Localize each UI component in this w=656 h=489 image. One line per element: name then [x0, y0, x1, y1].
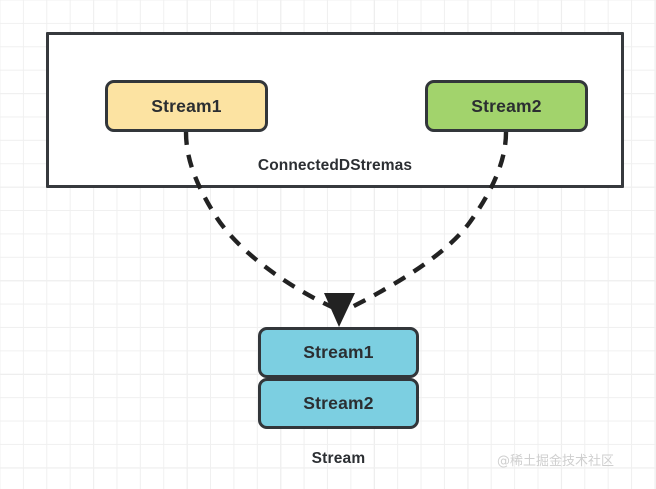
- node-stream1-source-label: Stream1: [151, 95, 222, 116]
- connected-dstreams-label: ConnectedDStremas: [257, 157, 413, 174]
- arrowhead-icon: [324, 293, 355, 327]
- node-stream2-merged-label: Stream2: [303, 393, 374, 413]
- node-stream2-merged[interactable]: Stream2: [258, 378, 419, 429]
- node-stream1-merged-label: Stream1: [303, 342, 374, 362]
- watermark: @稀土掘金技术社区: [497, 454, 615, 469]
- node-stream2-source[interactable]: Stream2: [425, 80, 588, 132]
- stream-group-caption: Stream: [311, 450, 366, 467]
- node-stream1-source[interactable]: Stream1: [105, 80, 268, 132]
- node-stream2-source-label: Stream2: [471, 95, 542, 116]
- node-stream1-merged[interactable]: Stream1: [258, 327, 419, 378]
